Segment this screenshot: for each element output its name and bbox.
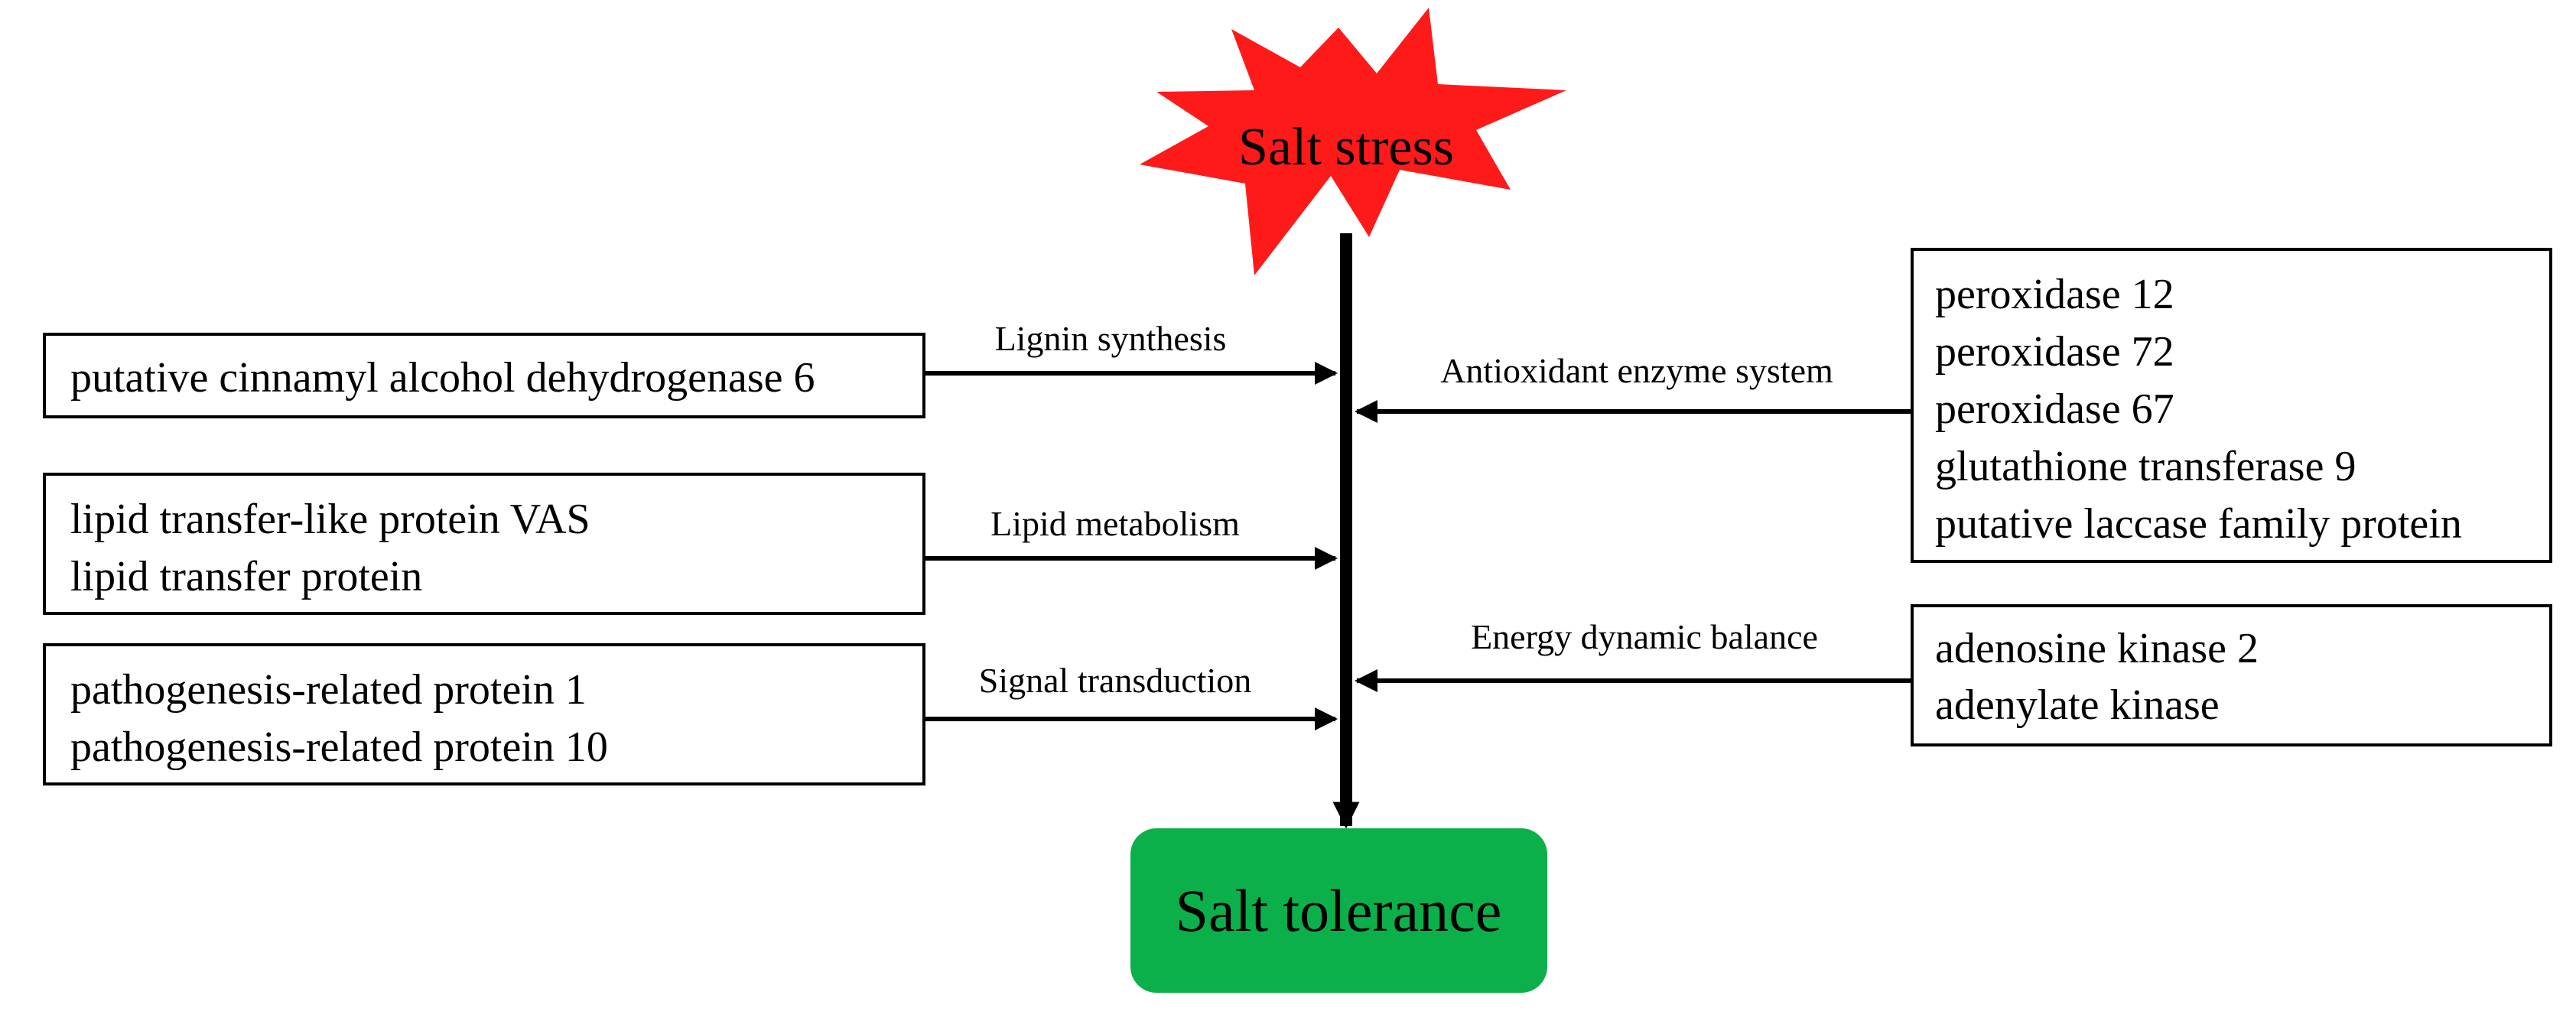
pathway-lipid: lipid transfer-like protein VAS lipid tr…	[43, 473, 1338, 615]
gene-text: peroxidase 67	[1935, 385, 2174, 433]
salt-stress-node: Salt stress	[1140, 8, 1566, 275]
pathway-label-energy: Energy dynamic balance	[1471, 617, 1818, 656]
stress-label: Salt stress	[1238, 118, 1454, 177]
gene-text: pathogenesis-related protein 10	[70, 724, 608, 771]
gene-text: putative cinnamyl alcohol dehydrogenase …	[70, 354, 815, 402]
gene-text: putative laccase family protein	[1935, 500, 2462, 548]
gene-text: lipid transfer protein	[70, 553, 422, 600]
tolerance-label: Salt tolerance	[1176, 877, 1502, 944]
pathway-label-signal: Signal transduction	[979, 661, 1251, 700]
gene-text: peroxidase 12	[1935, 271, 2174, 318]
gene-box-antioxidant	[1911, 248, 2552, 563]
pathway-signal: pathogenesis-related protein 1 pathogene…	[43, 643, 1338, 785]
gene-text: peroxidase 72	[1935, 328, 2174, 376]
pathway-antioxidant: peroxidase 12 peroxidase 72 peroxidase 6…	[1355, 248, 2552, 563]
pathway-label-lignin: Lignin synthesis	[995, 319, 1227, 358]
pathway-energy: adenosine kinase 2 adenylate kinase Ener…	[1355, 604, 2552, 746]
pathway-label-antioxidant: Antioxidant enzyme system	[1440, 351, 1833, 390]
stress-burst-shape	[1140, 8, 1566, 275]
gene-text: lipid transfer-like protein VAS	[70, 496, 590, 543]
gene-text: pathogenesis-related protein 1	[70, 666, 587, 714]
pathway-lignin: putative cinnamyl alcohol dehydrogenase …	[43, 319, 1338, 418]
gene-text: glutathione transferase 9	[1935, 443, 2356, 490]
pathway-label-lipid: Lipid metabolism	[990, 504, 1240, 543]
gene-text: adenylate kinase	[1935, 681, 2220, 729]
salt-tolerance-node: Salt tolerance	[1130, 828, 1547, 993]
gene-box-signal	[43, 643, 925, 785]
gene-text: adenosine kinase 2	[1935, 625, 2259, 672]
gene-box-lipid	[43, 473, 925, 615]
gene-box-energy	[1911, 604, 2552, 746]
gene-box-lignin	[43, 333, 925, 418]
tolerance-box	[1130, 828, 1547, 993]
